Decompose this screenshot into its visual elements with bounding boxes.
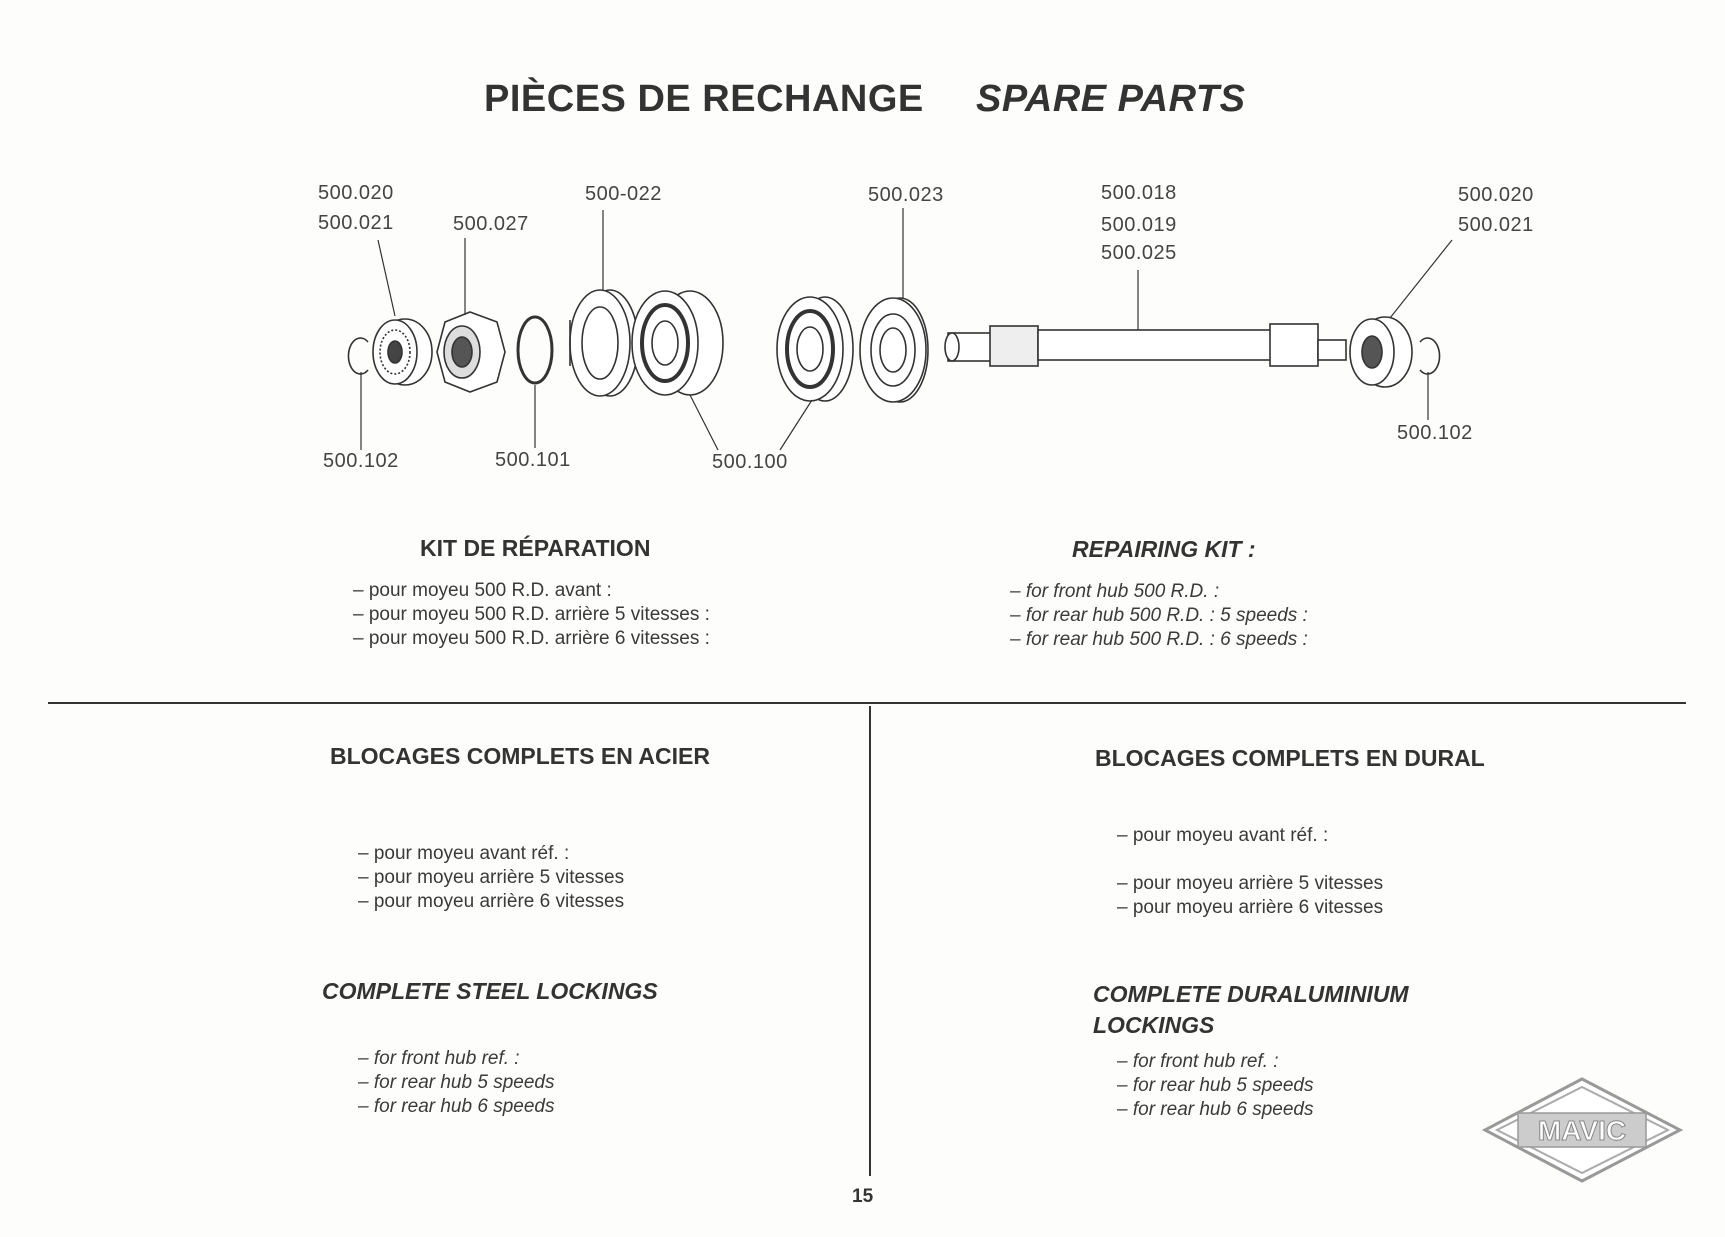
part-label: 500.101 (495, 449, 571, 471)
repair-kit-heading-fr: KIT DE RÉPARATION (420, 535, 651, 561)
list-item: – for rear hub 500 R.D. : 6 speeds : (1010, 629, 1308, 650)
hex-nut (436, 311, 506, 393)
o-ring (516, 315, 554, 385)
list-item: – pour moyeu 500 R.D. arrière 5 vitesses… (353, 604, 710, 625)
part-label: 500.019 (1101, 214, 1177, 236)
list-item: – for rear hub 500 R.D. : 5 speeds : (1010, 605, 1308, 626)
part-label: 500.023 (868, 184, 944, 206)
steel-list-en: – for front hub ref. : – for rear hub 5 … (358, 1047, 554, 1119)
part-label: 500.102 (323, 450, 399, 472)
list-item: – for rear hub 5 speeds (1117, 1075, 1314, 1096)
repair-kit-heading-en: REPAIRING KIT : (1072, 536, 1256, 562)
mavic-logo: MAVIC (1481, 1077, 1684, 1183)
dural-heading-fr: BLOCAGES COMPLETS EN DURAL (1095, 745, 1485, 771)
part-label: 500-022 (585, 183, 662, 205)
bearing-1 (631, 290, 724, 396)
part-label: 500.100 (712, 451, 788, 473)
vertical-divider (869, 706, 871, 1176)
list-item: – for rear hub 6 speeds (1117, 1099, 1314, 1120)
list-item: – pour moyeu arrière 5 vitesses (1117, 873, 1384, 894)
list-item: – for front hub 500 R.D. : (1010, 581, 1220, 602)
locknut-left (372, 318, 433, 386)
threaded-ring (569, 289, 639, 397)
circlip-left (347, 337, 369, 375)
list-item: – pour moyeu arrière 6 vitesses (358, 891, 625, 912)
part-label: 500.102 (1397, 422, 1473, 444)
page-number: 15 (852, 1186, 874, 1207)
list-item: – for rear hub 5 speeds (358, 1072, 555, 1093)
logo-text: MAVIC (1538, 1115, 1626, 1146)
steel-heading-fr: BLOCAGES COMPLETS EN ACIER (330, 743, 710, 769)
list-item: – pour moyeu arrière 5 vitesses (358, 867, 625, 888)
steel-list-fr: – pour moyeu avant réf. : – pour moyeu a… (358, 842, 624, 914)
axle (944, 323, 1347, 367)
dural-heading-en: COMPLETE DURALUMINIUM LOCKINGS (1093, 979, 1409, 1041)
title-en: SPARE PARTS (976, 78, 1246, 120)
steel-heading-en: COMPLETE STEEL LOCKINGS (322, 978, 658, 1004)
part-label: 500.018 (1101, 182, 1177, 204)
list-item: – pour moyeu avant réf. : (1117, 825, 1329, 846)
part-label: 500.021 (1458, 214, 1534, 236)
dural-heading-en-line2: LOCKINGS (1093, 1012, 1215, 1038)
list-item: – pour moyeu avant réf. : (358, 843, 570, 864)
repair-kit-list-en: – for front hub 500 R.D. : – for rear hu… (1010, 580, 1308, 652)
list-item: – pour moyeu arrière 6 vitesses (1117, 897, 1384, 918)
circlip-right (1419, 337, 1441, 375)
part-label: 500.027 (453, 213, 529, 235)
list-item: – for rear hub 6 speeds (358, 1096, 555, 1117)
dural-list-en: – for front hub ref. : – for rear hub 5 … (1117, 1050, 1313, 1122)
list-item: – pour moyeu 500 R.D. avant : (353, 580, 612, 601)
part-label: 500.025 (1101, 242, 1177, 264)
part-label: 500.020 (1458, 184, 1534, 206)
bearing-2 (776, 296, 854, 402)
cone (859, 297, 929, 403)
list-item: – for front hub ref. : (358, 1048, 520, 1069)
exploded-hub-diagram (347, 208, 1453, 451)
part-label: 500.020 (318, 182, 394, 204)
locknut-right (1349, 316, 1413, 388)
dural-list-fr: – pour moyeu avant réf. : – pour moyeu a… (1117, 824, 1383, 920)
repair-kit-list-fr: – pour moyeu 500 R.D. avant : – pour moy… (353, 579, 710, 651)
horizontal-divider (48, 702, 1686, 704)
part-label: 500.021 (318, 212, 394, 234)
list-item: – pour moyeu 500 R.D. arrière 6 vitesses… (353, 628, 710, 649)
title-fr: PIÈCES DE RECHANGE (484, 78, 924, 120)
list-item: – for front hub ref. : (1117, 1051, 1279, 1072)
dural-heading-en-line1: COMPLETE DURALUMINIUM (1093, 981, 1409, 1007)
